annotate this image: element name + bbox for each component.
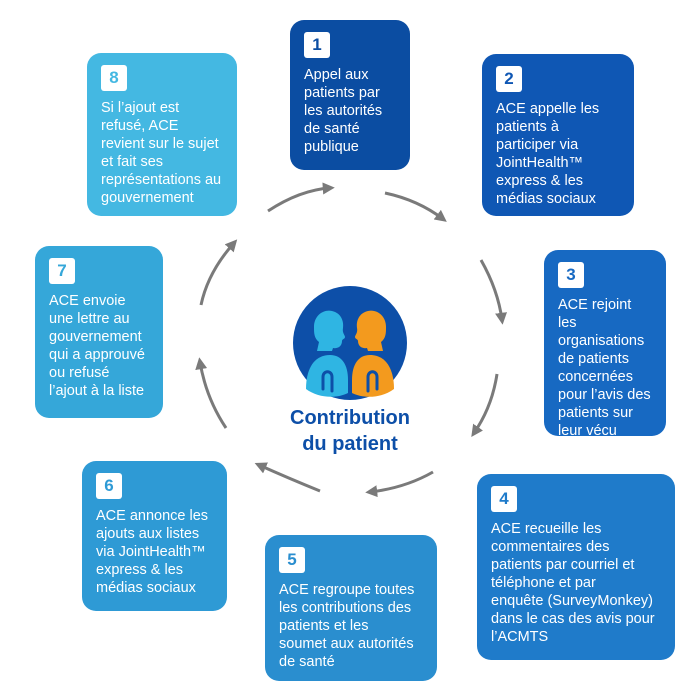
step-3-card: 3 ACE rejoint les organisations de patie… bbox=[544, 250, 666, 439]
step-text: ACE envoie une lettre au gouvernement qu… bbox=[49, 293, 145, 399]
center-title: Contribution du patient bbox=[290, 407, 410, 455]
step-number: 2 bbox=[496, 66, 522, 92]
step-number: 4 bbox=[491, 486, 517, 512]
step-6-card: 6 ACE annonce les ajouts aux listes via … bbox=[82, 461, 227, 611]
step-number: 6 bbox=[96, 473, 122, 499]
person-right-icon bbox=[352, 310, 394, 397]
step-text: Si l’ajout est refusé, ACE revient sur l… bbox=[101, 100, 222, 206]
arrow-3-to-4 bbox=[471, 373, 499, 437]
arrow-8-to-1 bbox=[267, 182, 335, 213]
step-1-card: 1 Appel aux patients par les autorités d… bbox=[290, 20, 410, 170]
step-number: 5 bbox=[279, 547, 305, 573]
step-2-card: 2 ACE appelle les patients à participer … bbox=[482, 54, 634, 216]
step-text: ACE rejoint les organisations de patient… bbox=[558, 297, 651, 439]
arrow-1-to-2 bbox=[384, 191, 447, 222]
two-people-conversation-icon bbox=[293, 286, 407, 400]
step-number: 3 bbox=[558, 262, 584, 288]
arrow-6-to-7 bbox=[195, 357, 228, 429]
step-5-card: 5 ACE regroupe toutes les contributions … bbox=[265, 535, 437, 681]
step-4-card: 4 ACE recueille les commentaires des pat… bbox=[477, 474, 675, 660]
step-text: ACE appelle les patients à participer vi… bbox=[496, 101, 600, 207]
arrow-7-to-8 bbox=[199, 239, 238, 306]
step-text: ACE annonce les ajouts aux listes via Jo… bbox=[96, 508, 209, 596]
step-number: 1 bbox=[304, 32, 330, 58]
step-text: ACE recueille les commentaires des patie… bbox=[491, 521, 655, 645]
step-7-card: 7 ACE envoie une lettre au gouvernement … bbox=[35, 246, 163, 418]
step-8-card: 8 Si l’ajout est refusé, ACE revient sur… bbox=[87, 53, 237, 216]
arrow-5-to-6 bbox=[254, 462, 321, 493]
arrow-4-to-5 bbox=[365, 470, 434, 498]
step-text: Appel aux patients par les autorités de … bbox=[304, 67, 383, 155]
step-number: 7 bbox=[49, 258, 75, 284]
step-text: ACE regroupe toutes les contributions de… bbox=[279, 582, 415, 670]
step-number: 8 bbox=[101, 65, 127, 91]
person-left-icon bbox=[306, 310, 348, 397]
arrow-2-to-3 bbox=[479, 259, 507, 325]
